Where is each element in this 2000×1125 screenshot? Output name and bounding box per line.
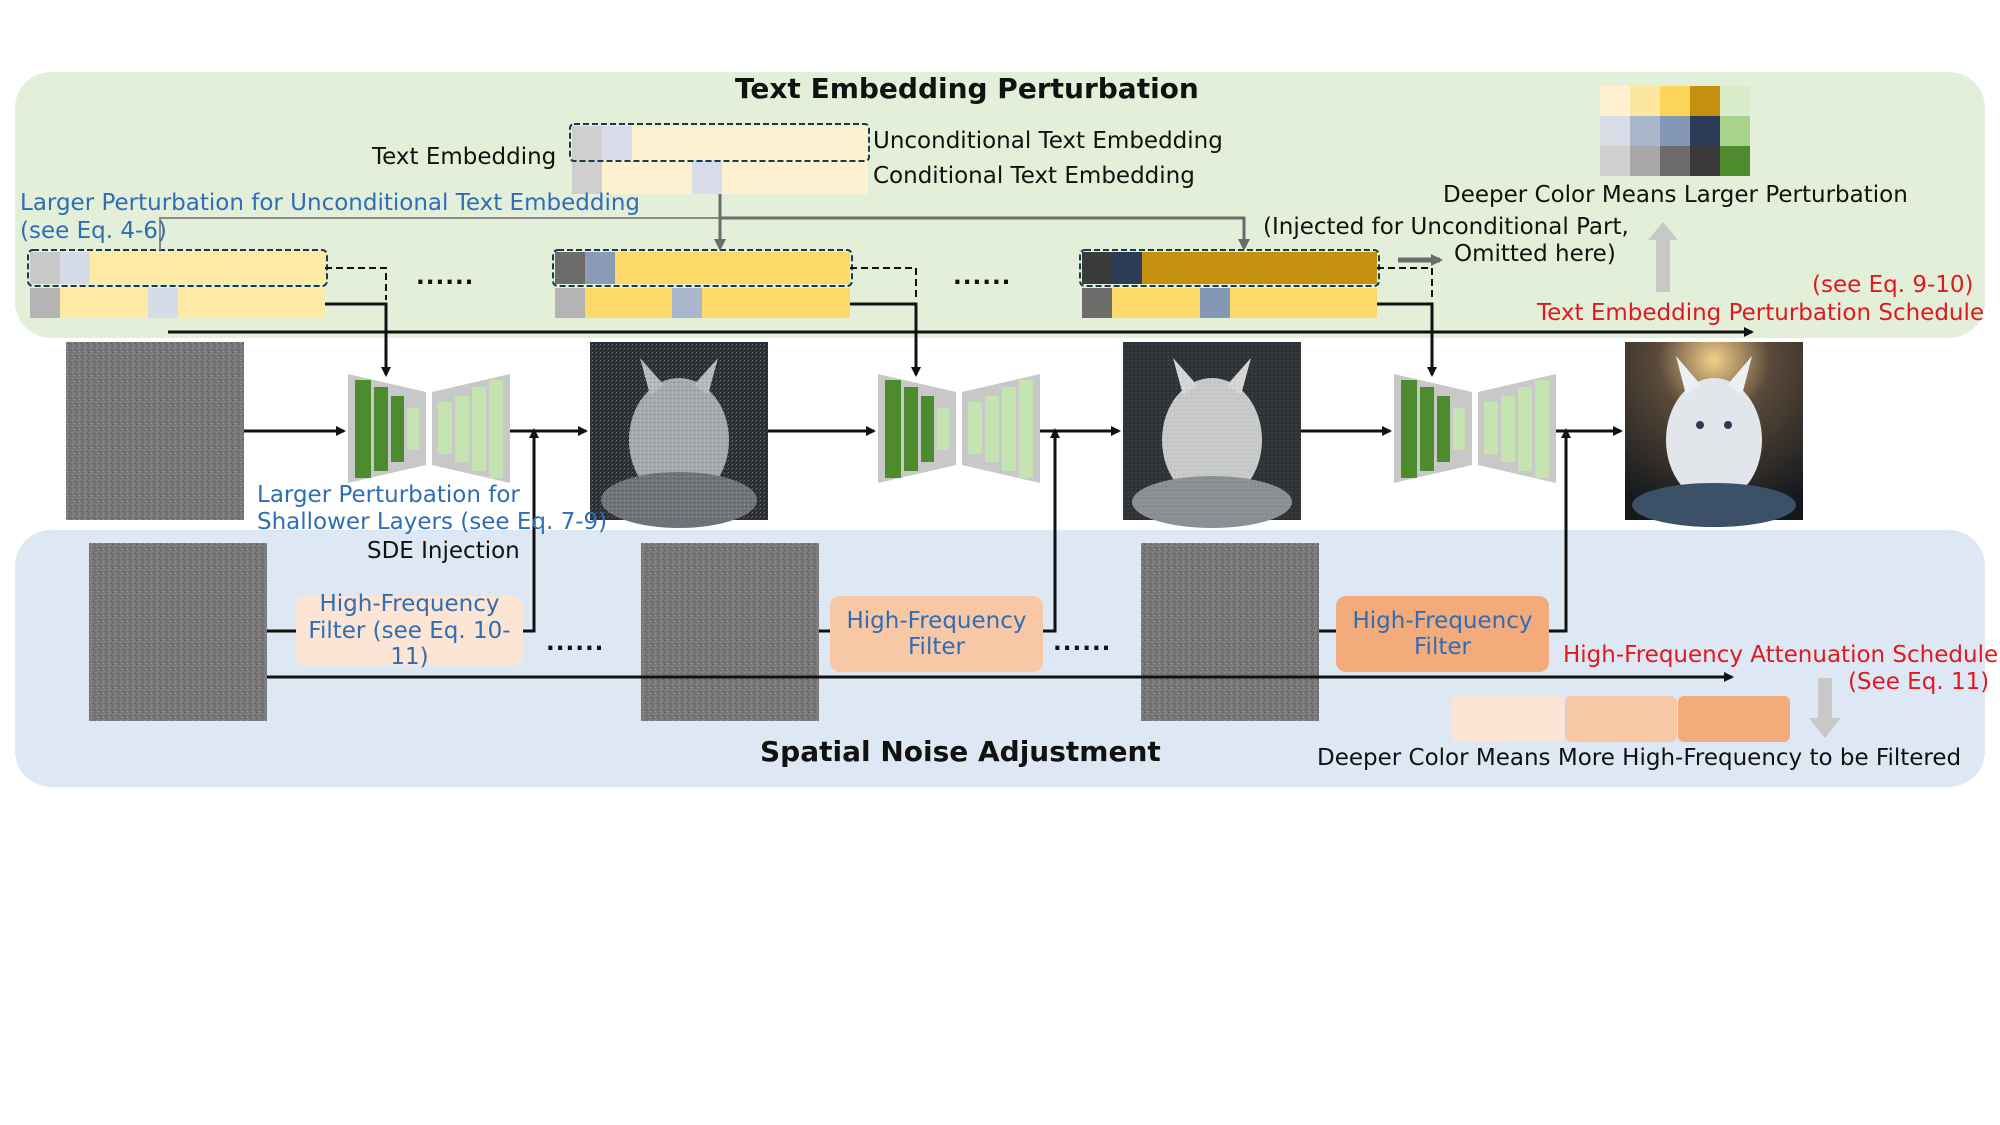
text-embedding-label: Text Embedding — [372, 144, 557, 170]
embedding-pair-1 — [27, 249, 328, 318]
hf-filter-3-line1: High-Frequency — [1352, 607, 1533, 634]
sde-injection-label: SDE Injection — [367, 538, 520, 564]
see-eq-4-6-label: (see Eq. 4-6) — [20, 218, 167, 244]
larger-pert-uncond-label: Larger Perturbation for Unconditional Te… — [20, 190, 641, 216]
injected-line2: Omitted here) — [1454, 241, 1616, 267]
ellipsis-top-2: ...... — [953, 264, 1012, 290]
perturbation-legend-grid — [1600, 86, 1750, 176]
unet-1 — [348, 374, 510, 483]
unet-2 — [878, 374, 1040, 483]
hf-filter-1-line1: High-Frequency — [319, 591, 500, 618]
unet-3 — [1394, 374, 1556, 483]
legend-up-arrow — [1648, 222, 1678, 292]
noise-injection-arrows — [267, 428, 1734, 682]
embedding-pair-2 — [552, 249, 853, 318]
perturbation-legend-caption: Deeper Color Means Larger Perturbation — [1443, 182, 1908, 208]
embedding-to-unet-arrows — [325, 267, 1437, 377]
hf-legend-down-arrow — [1809, 678, 1841, 738]
denoised-image-2 — [1123, 342, 1301, 528]
uncond-embedding-label: Unconditional Text Embedding — [873, 128, 1223, 154]
hf-filter-2-line1: High-Frequency — [846, 607, 1027, 634]
hf-schedule-label: High-Frequency Attenuation Schedule — [1563, 642, 1999, 668]
text-schedule-label: Text Embedding Perturbation Schedule — [1537, 300, 1985, 326]
top-panel — [15, 72, 1985, 338]
hf-legend-caption: Deeper Color Means More High-Frequency t… — [1317, 745, 1962, 771]
cond-embedding-label: Conditional Text Embedding — [873, 163, 1195, 189]
hf-filter-3-line2: Filter — [1414, 634, 1471, 660]
ellipsis-bottom-1: ...... — [546, 630, 605, 656]
hf-filter-1-line2: Filter (see Eq. 10-11) — [308, 617, 511, 671]
final-wolf-image — [1625, 342, 1803, 527]
shallow-layers-line1: Larger Perturbation for — [257, 482, 520, 508]
bottom-panel-title: Spatial Noise Adjustment — [760, 735, 1161, 768]
noise-image-2 — [641, 543, 819, 721]
hf-filter-2-line2: Filter — [908, 634, 965, 660]
top-panel-title: Text Embedding Perturbation — [735, 72, 1199, 105]
see-eq-11-label: (See Eq. 11) — [1848, 669, 1990, 695]
see-eq-9-10-label: (see Eq. 9-10) — [1812, 272, 1974, 298]
ellipsis-top-1: ...... — [416, 264, 475, 290]
initial-noise-image — [66, 342, 244, 520]
hf-legend-bar — [1452, 696, 1790, 742]
ellipsis-bottom-2: ...... — [1053, 630, 1112, 656]
noise-image-1 — [89, 543, 267, 721]
noise-image-3 — [1141, 543, 1319, 721]
text-embedding-block — [569, 123, 870, 194]
denoised-image-1 — [590, 342, 768, 528]
embedding-pair-3 — [1079, 249, 1380, 318]
injected-line1: (Injected for Unconditional Part, — [1263, 214, 1629, 240]
embedding-routing-lines — [159, 194, 1443, 266]
shallow-layers-line2: Shallower Layers (see Eq. 7-9) — [257, 509, 608, 535]
